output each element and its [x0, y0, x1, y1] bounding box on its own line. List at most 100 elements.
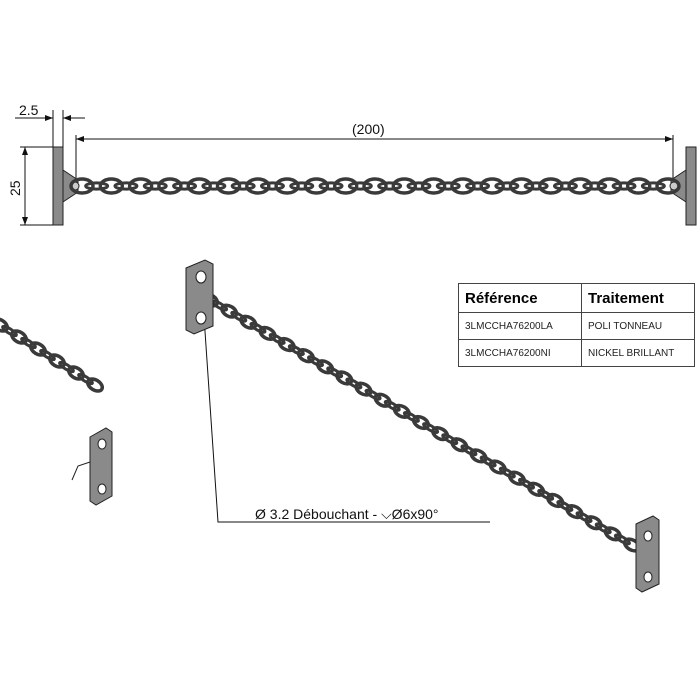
chain-link	[259, 181, 285, 191]
dimension-lines	[15, 110, 674, 523]
chain-link	[655, 177, 681, 195]
chain-link	[296, 348, 316, 364]
table-header-row: Référence Traitement	[458, 283, 695, 313]
chain-link	[596, 177, 623, 195]
chain-link	[565, 503, 584, 520]
chain-link	[20, 336, 37, 350]
dim-height: 25	[7, 180, 23, 196]
chain-link	[552, 181, 578, 191]
chain-link	[230, 181, 256, 191]
chain-link	[157, 177, 183, 195]
top-left-plate	[52, 146, 80, 226]
chain-link	[220, 303, 239, 319]
chain-link	[494, 181, 520, 191]
chain-link	[582, 181, 608, 191]
chain-link	[332, 177, 359, 195]
chain-link	[603, 526, 622, 542]
chain-link	[508, 177, 535, 195]
chain-link	[460, 444, 478, 457]
chain-link	[315, 359, 335, 375]
chain-link	[354, 381, 373, 397]
chain-link	[526, 481, 546, 497]
chain-link	[215, 177, 242, 195]
chain-link	[277, 336, 296, 353]
chain-link	[537, 488, 555, 501]
dim-thickness: 2.5	[19, 102, 39, 118]
chain-link	[85, 377, 105, 393]
chain-link	[28, 341, 48, 357]
top-right-plate	[669, 146, 697, 226]
chain-link	[431, 425, 450, 442]
chain-link	[306, 355, 325, 368]
chain-link	[326, 366, 344, 379]
cell-reference: 3LMCCHA76200NI	[458, 339, 582, 367]
chain-link	[488, 459, 507, 475]
chain-link	[420, 177, 447, 195]
chain-link	[383, 399, 401, 412]
chain-link	[402, 410, 420, 423]
chain-link	[258, 325, 277, 342]
chain-link	[391, 177, 418, 195]
chain-link	[441, 433, 459, 446]
chain-link	[142, 181, 168, 191]
chain-link	[450, 177, 476, 195]
chain-link	[575, 511, 593, 524]
chain-link	[287, 344, 305, 357]
chains	[0, 177, 681, 553]
chain-link	[249, 321, 267, 334]
chain-link	[465, 181, 491, 191]
top-chain	[69, 177, 681, 195]
chain-link	[77, 372, 94, 386]
header-treatment: Traitement	[581, 283, 695, 313]
chain-link	[303, 177, 330, 195]
chain-link	[274, 177, 300, 195]
chain-link	[567, 177, 593, 195]
chain-link	[517, 477, 536, 490]
chain-link	[435, 181, 461, 191]
chain-link	[84, 181, 110, 191]
chain-link	[39, 348, 56, 362]
chain-link	[268, 333, 286, 345]
chain-link	[613, 533, 631, 546]
chain-link	[640, 181, 666, 191]
chain-link	[373, 392, 392, 408]
cell-treatment: POLI TONNEAU	[581, 312, 695, 340]
chain-link	[186, 177, 212, 195]
chain-link	[172, 181, 198, 191]
chain-link	[66, 365, 86, 381]
chain-link	[9, 329, 29, 345]
chain-link	[556, 500, 574, 512]
chain-link	[411, 414, 431, 431]
chain-link	[113, 181, 139, 191]
chain-link	[239, 314, 258, 330]
table-row: 3LMCCHA76200LA POLI TONNEAU	[458, 312, 695, 340]
reference-table: Référence Traitement 3LMCCHA76200LA POLI…	[458, 283, 695, 367]
chain-link	[289, 181, 315, 191]
chain-link	[611, 181, 637, 191]
chain-link	[347, 181, 373, 191]
chain-link	[47, 353, 67, 369]
cell-treatment: NICKEL BRILLANT	[581, 339, 695, 367]
chain-link	[345, 377, 363, 390]
chain-link	[362, 177, 388, 195]
partial-chain	[0, 317, 105, 393]
chain-link	[507, 470, 527, 486]
chain-link	[392, 403, 411, 420]
header-reference: Référence	[458, 283, 582, 313]
chain-link	[584, 515, 603, 531]
iso-plate-top	[185, 259, 214, 335]
table-row: 3LMCCHA76200NI NICKEL BRILLANT	[458, 339, 695, 367]
chain-link	[98, 177, 125, 195]
chain-link	[69, 177, 95, 195]
dim-length: (200)	[352, 121, 385, 137]
chain-link	[318, 181, 344, 191]
chain-link	[0, 317, 10, 333]
chain-link	[406, 181, 432, 191]
detail-plate	[71, 427, 113, 506]
chain-link	[479, 177, 505, 195]
chain-link	[538, 177, 564, 195]
chain-link	[1, 324, 18, 338]
chain-link	[422, 422, 440, 435]
